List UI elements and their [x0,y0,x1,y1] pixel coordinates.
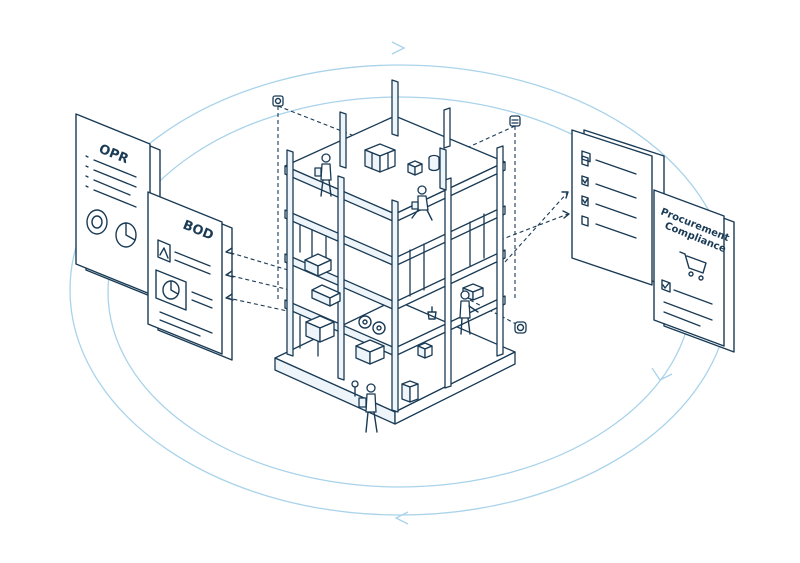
sensor-icon [272,95,284,107]
fan-unit [358,315,386,335]
procurement-compliance-document: Procurement Compliance [653,189,735,353]
bod-document: BOD [147,191,233,361]
crate-stack [364,143,396,173]
small-box [407,160,423,176]
equipment-unit [311,284,341,307]
pie-chart-icon [155,269,187,311]
columns [286,79,504,413]
opr-document: OPR [75,113,161,301]
plant-pot-icon [427,306,437,320]
sensor-icon [509,115,521,127]
cycle-arrow-icon [391,41,406,55]
shopping-cart-icon [679,251,707,281]
worker-icon [358,383,378,433]
checklist-icon [581,150,637,239]
barrel [428,154,440,172]
sensor-icon [514,321,527,334]
chart-circle-icon [86,209,108,235]
triangle-chart-icon [157,239,171,263]
worker-icon [351,380,359,397]
cabinet [401,380,419,403]
worker-icon [411,185,433,221]
cycle-arrow-icon [651,367,673,381]
checkbox-icon [661,279,671,293]
equipment-unit [462,283,484,301]
worker-icon [314,153,332,197]
small-box [417,342,433,359]
cycle-arrow-icon [394,511,409,525]
equipment-unit [305,315,335,343]
equipment-unit [355,339,385,365]
checklist-document [571,129,665,286]
equipment-unit [304,253,332,277]
worker-icon [459,290,479,335]
building-under-construction [274,79,516,425]
